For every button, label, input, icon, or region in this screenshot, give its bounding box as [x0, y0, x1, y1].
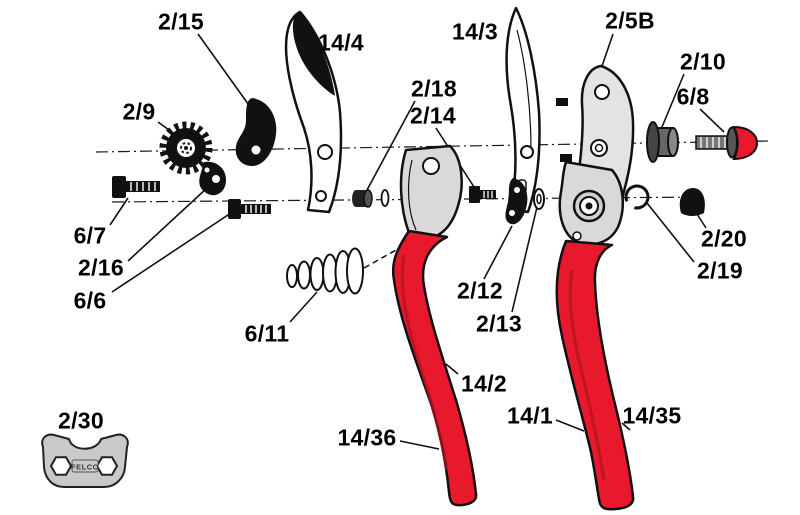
part-label-2-16: 2/16: [78, 254, 124, 281]
part-label-6-8: 6/8: [676, 83, 710, 110]
ring-2-19: [624, 184, 650, 210]
bolt-6-6: [228, 199, 271, 219]
bushing-2-10: [646, 121, 679, 163]
part-label-2-20: 2/20: [701, 225, 747, 252]
cam-plate-2-15: [235, 98, 277, 166]
bolt-2-14: [469, 186, 496, 203]
part-label-14-1: 14/1: [507, 402, 553, 429]
part-label-14-3: 14/3: [452, 18, 498, 45]
part-label-2-12: 2/12: [457, 277, 503, 304]
part-label-2-10: 2/10: [680, 48, 726, 75]
link-2-16: [199, 161, 226, 196]
part-label-2-30: 2/30: [58, 407, 104, 434]
spring-6-11: [286, 247, 364, 295]
leader-lines: [109, 33, 725, 450]
cam-2-12: [505, 178, 528, 225]
bolt-6-7: [112, 176, 160, 198]
spring-axis-dashed-line: [363, 249, 397, 269]
part-label-6-6: 6/6: [73, 287, 107, 314]
left-handle-14-36: [392, 229, 478, 507]
left-handle-head-14-2: [399, 144, 463, 241]
right-handle-head-14-1: [558, 160, 625, 246]
part-label-6-7: 6/7: [73, 222, 107, 249]
part-label-2-13: 2/13: [476, 310, 522, 337]
part-label-2-5b: 2/5B: [605, 7, 655, 34]
part-label-14-4: 14/4: [318, 29, 364, 56]
felco-brand-mark: FELCO: [71, 463, 99, 472]
part-label-2-15: 2/15: [158, 8, 204, 35]
part-label-2-18: 2/18: [411, 75, 457, 102]
washer-2-13: [533, 188, 545, 210]
part-label-2-14: 2/14: [410, 102, 456, 129]
part-label-14-36: 14/36: [337, 424, 397, 451]
small-clip-parts: [556, 98, 572, 162]
part-label-14-2: 14/2: [461, 370, 507, 397]
counter-blade-14-4: [284, 10, 343, 214]
part-label-2-19: 2/19: [697, 257, 743, 284]
bolt-6-8: [695, 125, 759, 161]
adjustment-gear-2-9: [159, 121, 213, 175]
wrench-2-30: FELCO: [41, 433, 129, 488]
cap-2-20: [679, 188, 705, 216]
part-label-2-9: 2/9: [122, 98, 156, 125]
part-label-6-11: 6/11: [244, 320, 290, 347]
bolt-2-18: [352, 189, 390, 208]
part-label-14-35: 14/35: [622, 402, 682, 429]
right-handle-14-35: [555, 239, 635, 511]
